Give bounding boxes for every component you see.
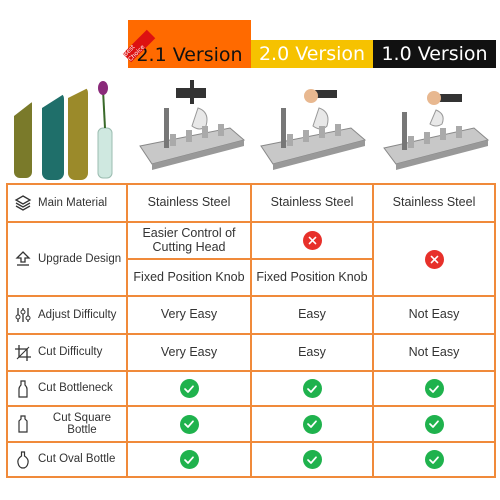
upgrade-icon: [14, 250, 32, 268]
grid-line: [6, 476, 496, 478]
row-label-text: Cut Difficulty: [38, 346, 103, 359]
cell-upgrade-1-0: [374, 223, 494, 295]
comparison-table: Main Material Stainless Steel Stainless …: [6, 183, 496, 478]
product-image-2-1: [130, 68, 250, 180]
cross-icon: [302, 231, 322, 250]
row-label-cut-difficulty: Cut Difficulty: [8, 335, 126, 370]
cell-upgrade-2-1-a: Easier Control of Cutting Head: [142, 226, 236, 254]
grid-line: [6, 441, 496, 443]
oval-bottle-icon: [14, 450, 32, 469]
grid-line: [126, 183, 128, 478]
cell-upgrade-2-0-a: [252, 223, 372, 258]
cell-adjust-2-1: Very Easy: [160, 307, 218, 322]
checkmark-icon: [179, 379, 199, 398]
grid-line: [372, 183, 374, 478]
cross-icon: [424, 249, 444, 269]
checkmark-icon: [179, 450, 199, 469]
checkmark-icon: [302, 450, 322, 469]
column-header-1-0: 1.0 Version: [373, 40, 496, 68]
layers-icon: [14, 194, 32, 212]
cell-oval-2-0: [252, 443, 372, 476]
grid-line: [250, 183, 252, 478]
cell-bottleneck-2-1: [128, 372, 250, 405]
row-label-cut-bottleneck: Cut Bottleneck: [8, 372, 126, 405]
row-label-text: Cut Square Bottle: [52, 411, 112, 436]
cut-bottles-image: [6, 68, 126, 180]
checkmark-icon: [179, 414, 199, 434]
cell-square-2-1: [128, 407, 250, 441]
column-header-2-0: 2.0 Version: [251, 40, 373, 68]
row-label-cut-square-bottle: Cut Square Bottle: [8, 407, 126, 441]
square-bottle-icon: [14, 415, 32, 433]
checkmark-icon: [302, 414, 322, 434]
cell-cut-1-0: Not Easy: [408, 344, 460, 359]
grid-line: [128, 258, 374, 260]
product-image-1-0: [376, 68, 496, 180]
cell-cut-2-0: Easy: [298, 344, 326, 359]
cell-oval-2-1: [128, 443, 250, 476]
bottles-illustration: [14, 81, 113, 180]
grid-line: [6, 370, 496, 372]
grid-line: [6, 183, 8, 478]
cell-bottleneck-1-0: [374, 372, 494, 405]
row-label-text: Main Material: [38, 196, 108, 209]
sliders-icon: [14, 306, 32, 324]
grid-line: [494, 183, 496, 478]
row-label-text: Adjust Difficulty: [38, 308, 117, 321]
product-image-2-0: [253, 68, 373, 180]
row-label-text: Cut Bottleneck: [38, 382, 113, 395]
cell-oval-1-0: [374, 443, 494, 476]
column-title: 2.1 Version: [136, 44, 243, 66]
row-label-upgrade-design: Upgrade Design: [8, 223, 126, 295]
checkmark-icon: [424, 414, 444, 434]
crop-icon: [14, 344, 32, 362]
row-label-cut-oval-bottle: Cut Oval Bottle: [8, 443, 126, 476]
cell-square-1-0: [374, 407, 494, 441]
grid-line: [6, 295, 496, 297]
column-title: 1.0 Version: [381, 43, 488, 65]
row-label-text: Upgrade Design: [38, 252, 122, 265]
checkmark-icon: [424, 379, 444, 398]
cell-upgrade-2-0-b: Fixed Position Knob: [256, 269, 368, 284]
cell-material-2-0: Stainless Steel: [270, 195, 354, 210]
grid-line: [6, 333, 496, 335]
cell-cut-2-1: Very Easy: [160, 344, 218, 359]
cell-bottleneck-2-0: [252, 372, 372, 405]
cell-adjust-1-0: Not Easy: [408, 307, 460, 322]
column-title: 2.0 Version: [258, 43, 366, 65]
row-label-main-material: Main Material: [8, 185, 126, 221]
row-label-adjust-difficulty: Adjust Difficulty: [8, 297, 126, 333]
grid-line: [6, 221, 496, 223]
cell-square-2-0: [252, 407, 372, 441]
cell-upgrade-2-1-b: Fixed Position Knob: [133, 269, 245, 284]
cell-material-1-0: Stainless Steel: [392, 195, 476, 210]
row-label-text: Cut Oval Bottle: [38, 453, 116, 466]
cell-adjust-2-0: Easy: [298, 307, 326, 322]
grid-line: [6, 405, 496, 407]
cell-material-2-1: Stainless Steel: [147, 195, 231, 210]
bottle-icon: [14, 379, 32, 398]
checkmark-icon: [302, 379, 322, 398]
checkmark-icon: [424, 450, 444, 469]
